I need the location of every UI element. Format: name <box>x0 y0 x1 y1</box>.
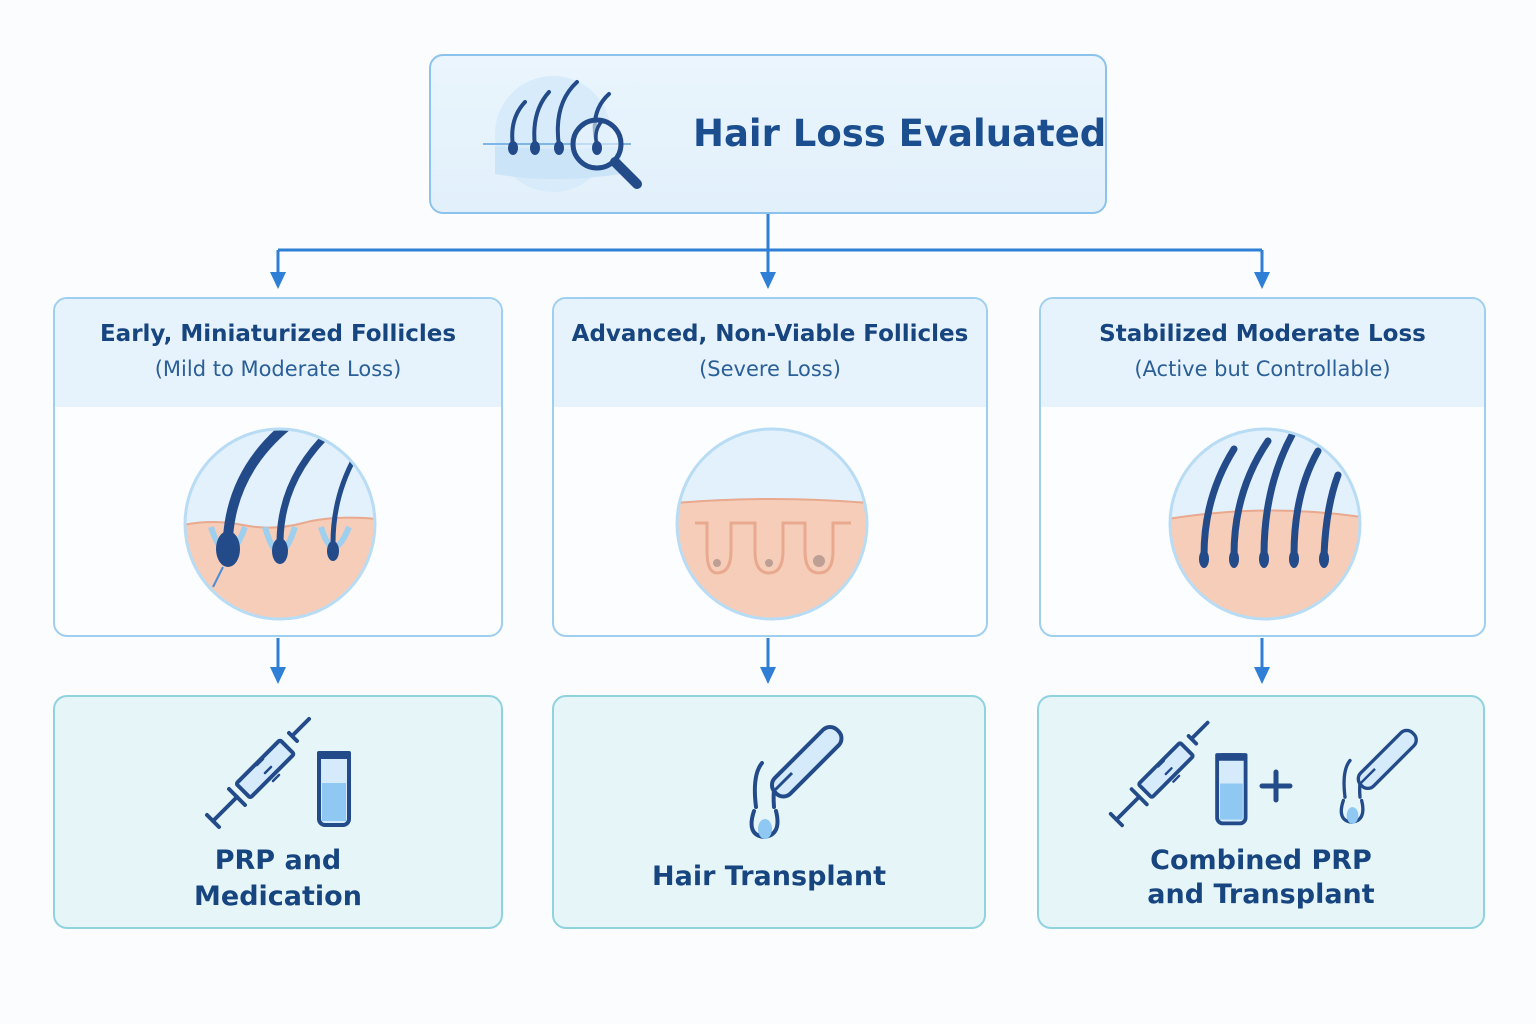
miniaturized-follicles-icon <box>183 427 377 621</box>
treatment-label-line2: Medication <box>194 881 362 912</box>
condition-card-stabilized: Stabilized Moderate Loss (Active but Con… <box>1039 297 1486 637</box>
treatment-label-line1: Combined PRP <box>1150 845 1372 876</box>
vial-icon <box>317 751 351 827</box>
condition-header: Early, Miniaturized Follicles (Mild to M… <box>55 299 501 407</box>
treatment-label-line1: PRP and <box>214 845 342 876</box>
syringe-icon <box>205 717 311 829</box>
vial-icon <box>1215 753 1248 826</box>
empty-follicles-icon <box>675 427 869 621</box>
treatment-card-prp-medication: PRP and Medication <box>53 695 503 929</box>
arrowhead-treatment-right <box>1254 667 1270 684</box>
magnifier-over-scalp-icon <box>483 76 642 192</box>
condition-header: Stabilized Moderate Loss (Active but Con… <box>1041 299 1484 407</box>
condition-title: Stabilized Moderate Loss <box>1099 321 1426 347</box>
arrowhead-right <box>1254 272 1270 289</box>
syringe-and-vial-icon <box>1108 720 1248 828</box>
arrowhead-treatment-left <box>270 667 286 684</box>
root-title: Hair Loss Evaluated <box>693 112 1107 155</box>
condition-card-advanced: Advanced, Non-Viable Follicles (Severe L… <box>552 297 988 637</box>
transplant-graft-icon <box>749 724 844 839</box>
plus-icon <box>1259 769 1293 803</box>
treatment-label-line1: Hair Transplant <box>652 861 886 892</box>
treatment-label-line2: and Transplant <box>1147 879 1375 910</box>
condition-subtitle: (Active but Controllable) <box>1134 357 1391 381</box>
condition-subtitle: (Severe Loss) <box>699 357 841 381</box>
condition-subtitle: (Mild to Moderate Loss) <box>154 357 402 381</box>
condition-card-early: Early, Miniaturized Follicles (Mild to M… <box>53 297 503 637</box>
treatment-card-combined: Combined PRP and Transplant <box>1037 695 1485 929</box>
stable-hair-icon <box>1168 427 1362 621</box>
arrowhead-left <box>270 272 286 289</box>
syringe-icon <box>1108 720 1210 828</box>
condition-title: Advanced, Non-Viable Follicles <box>571 321 969 347</box>
syringe-and-vial-icon <box>205 717 351 829</box>
arrowhead-treatment-center <box>760 667 776 684</box>
arrowhead-center <box>760 272 776 289</box>
root-node: Hair Loss Evaluated <box>429 54 1107 214</box>
treatment-card-hair-transplant: Hair Transplant <box>552 695 986 929</box>
transplant-graft-icon <box>1339 728 1418 824</box>
condition-header: Advanced, Non-Viable Follicles (Severe L… <box>554 299 986 407</box>
condition-title: Early, Miniaturized Follicles <box>99 321 457 347</box>
